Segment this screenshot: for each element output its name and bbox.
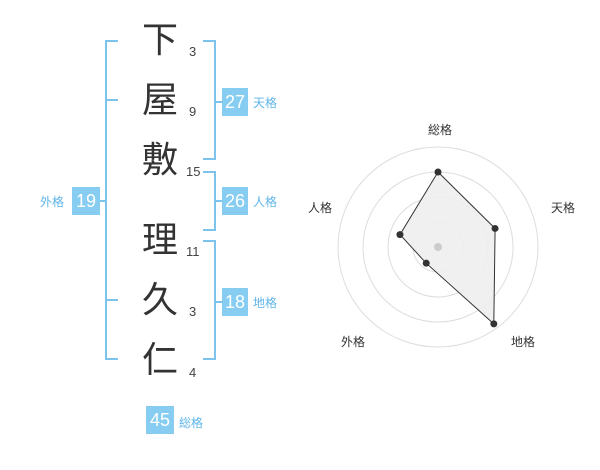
name-char-1: 下 xyxy=(141,20,178,61)
radar-label-gaikaku: 外格 xyxy=(340,335,365,349)
radar-label-jinkaku: 人格 xyxy=(307,201,332,215)
radar-point-5 xyxy=(396,231,404,239)
name-char-2: 屋 xyxy=(141,80,178,121)
gaikaku-value: 19 xyxy=(72,187,100,215)
tenkaku-label: 天格 xyxy=(253,96,278,110)
soukaku-value: 45 xyxy=(146,406,174,434)
radar-center-dot xyxy=(434,243,442,251)
name-char-3: 敷 xyxy=(141,140,178,181)
radar-ring xyxy=(337,146,539,348)
radar-point-1 xyxy=(434,168,442,176)
chikaku-label: 地格 xyxy=(253,296,278,310)
jinkaku-label: 人格 xyxy=(253,195,278,209)
radar-label-tenkaku: 天格 xyxy=(550,201,575,215)
radar-area xyxy=(399,171,496,326)
tenkaku-value: 27 xyxy=(222,88,248,116)
stroke-count-1: 3 xyxy=(189,44,197,59)
gaikaku-label: 外格 xyxy=(40,195,65,209)
stroke-count-5: 3 xyxy=(189,304,197,319)
tenkaku-bracket xyxy=(203,40,216,160)
radar-points xyxy=(396,168,499,328)
chikaku-bracket xyxy=(203,240,216,360)
name-char-5: 久 xyxy=(141,280,178,321)
name-char-6: 仁 xyxy=(141,340,178,381)
chikaku-value: 18 xyxy=(222,288,248,316)
stroke-count-3: 15 xyxy=(186,164,201,179)
stroke-count-6: 4 xyxy=(189,365,197,380)
radar-point-3 xyxy=(490,320,498,328)
radar-point-4 xyxy=(422,259,430,267)
soukaku-label: 総格 xyxy=(179,416,204,430)
stroke-count-4: 11 xyxy=(186,244,200,259)
jinkaku-value: 26 xyxy=(222,187,248,215)
radar-point-2 xyxy=(491,224,499,232)
name-char-4: 理 xyxy=(141,220,178,261)
radar-label-chikaku: 地格 xyxy=(510,335,535,349)
radar-label-soukaku: 総格 xyxy=(427,123,452,137)
stroke-count-2: 9 xyxy=(189,104,197,119)
